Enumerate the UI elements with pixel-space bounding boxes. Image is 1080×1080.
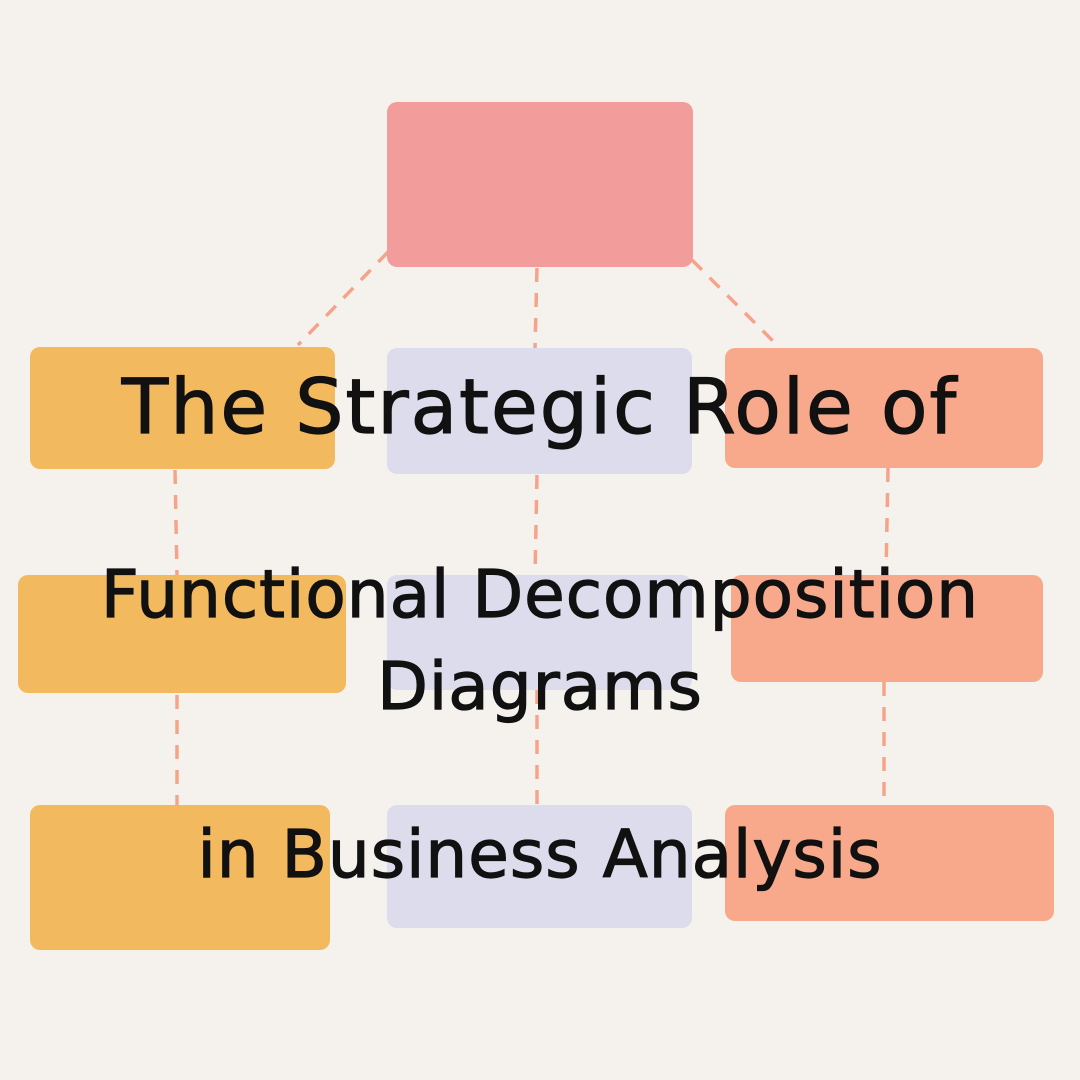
right-box-2 — [731, 575, 1043, 682]
connector-left-1 — [173, 469, 179, 576]
connector-root-right — [690, 258, 782, 350]
right-box-3 — [725, 805, 1054, 921]
middle-box-1 — [387, 348, 692, 474]
title-line-4: in Business Analysis — [197, 815, 883, 893]
root-box — [387, 102, 693, 267]
title-line-1: The Strategic Role of — [121, 361, 959, 451]
middle-box-3 — [387, 805, 692, 928]
connector-middle-1 — [533, 474, 539, 576]
middle-box-2 — [387, 575, 692, 690]
connector-root-left — [296, 250, 390, 347]
title-line-3: Diagrams — [377, 647, 703, 725]
left-box-1 — [30, 347, 335, 469]
title-line-2: Functional Decomposition — [100, 555, 980, 633]
left-box-3 — [30, 805, 330, 950]
right-box-1 — [725, 348, 1043, 468]
left-box-2 — [18, 575, 346, 693]
connector-root-middle — [533, 267, 539, 349]
connector-right-1 — [884, 467, 890, 576]
